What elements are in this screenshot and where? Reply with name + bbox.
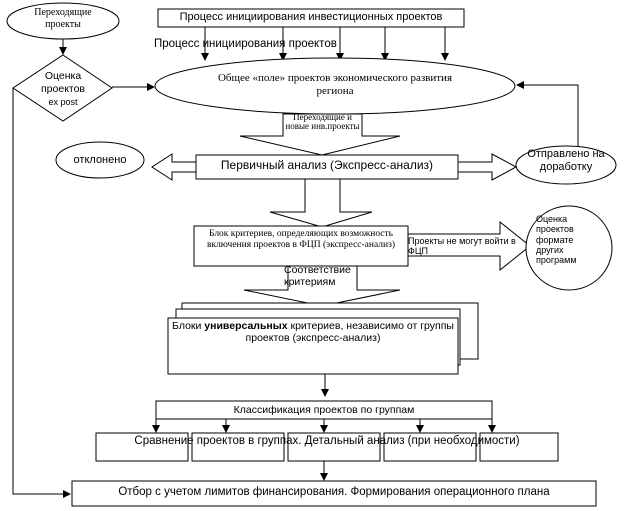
universal-bold: универсальных <box>204 320 288 332</box>
hollow-arrow-criteria-to-universal <box>243 265 401 307</box>
ex-post-diamond <box>12 54 113 122</box>
initiation-projects-label: Процесс инициирования проектов <box>154 38 337 50</box>
comparison-label: Сравнение проектов в группах. Детальный … <box>134 435 520 447</box>
criteria-fcp-label: Блок критериев, определяющих возможность… <box>206 229 396 251</box>
ex-post-label-1: Оценка <box>44 70 82 82</box>
universal-prefix: Блоки <box>172 320 205 332</box>
ex-post-label-3: ex post <box>48 97 78 107</box>
final-selection-label: Отбор с учетом лимитов финансирования. Ф… <box>118 486 550 498</box>
initiation-investment-label: Процесс инициирования инвестиционных про… <box>179 11 443 23</box>
hollow-arrow-to-other-programs <box>407 220 531 272</box>
transitional-new-label: Переходящие и новые инв.проекты <box>285 112 360 132</box>
revision-feedback-line <box>516 81 579 146</box>
universal-label: Блоки универсальных критериев, независим… <box>170 320 456 344</box>
hollow-arrow-to-rejected <box>151 153 197 181</box>
cannot-enter-fcp-label: Проекты не могут войти в ФЦП <box>408 236 516 257</box>
hollow-arrow-to-revision <box>457 153 518 181</box>
criteria-match-label: Соответствие критериям <box>284 264 351 288</box>
classification-label: Классификация проектов по группам <box>233 404 415 416</box>
comparison-box-4 <box>383 432 477 462</box>
sent-for-revision-label: Отправлено на доработку <box>527 148 605 173</box>
rejected-ellipse <box>55 141 145 179</box>
comparison-box-3 <box>287 432 381 462</box>
universal-suffix: критериев, независимо от группы проектов… <box>245 320 454 345</box>
hollow-arrow-primary-to-criteria <box>269 178 373 228</box>
comparison-box-2 <box>191 432 285 462</box>
ex-post-loop-line <box>12 88 71 498</box>
hollow-arrow-field-to-primary <box>239 113 401 156</box>
comparison-box-5 <box>479 432 559 462</box>
other-programs-label: Оценка проектов формате других программ <box>536 214 577 266</box>
final-selection-box <box>71 480 597 507</box>
transitional-projects-label: Переходящие проекты <box>34 7 92 30</box>
comparison-box-1 <box>95 432 189 462</box>
revision-ellipse <box>515 145 617 185</box>
primary-analysis-label: Первичный анализ (Экспресс-анализ) <box>220 158 434 172</box>
initiation-investment-box <box>157 8 465 28</box>
criteria-fcp-box <box>193 225 409 267</box>
ex-post-label-2: проектов <box>40 83 86 95</box>
other-programs-ellipse <box>525 205 613 291</box>
rejected-label: отклонено <box>73 154 127 166</box>
common-field-label: Общее «поле» проектов экономического раз… <box>217 72 453 97</box>
universal-box-front <box>167 317 459 375</box>
